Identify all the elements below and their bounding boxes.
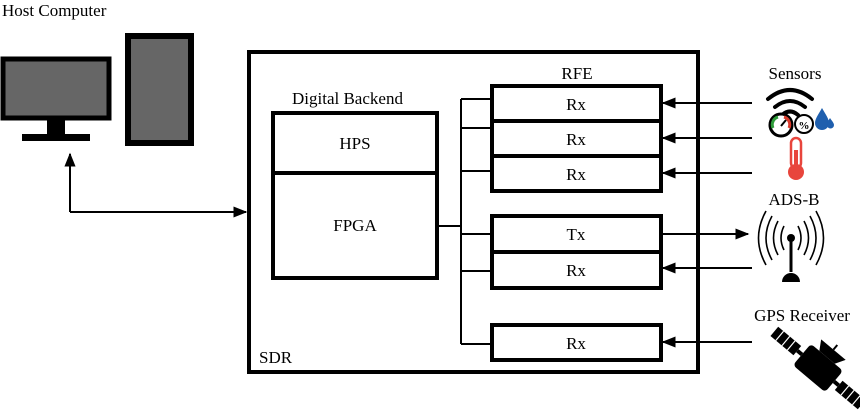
humidity-icon: % (794, 108, 834, 134)
tower-pc-icon (125, 33, 194, 146)
digital-backend-label: Digital Backend (292, 89, 403, 108)
host-computer-label: Host Computer (2, 1, 107, 20)
gauge-icon (768, 112, 794, 138)
sensors-label: Sensors (769, 64, 822, 83)
fpga-label: FPGA (333, 216, 377, 235)
rfe-label: RFE (561, 64, 592, 83)
antenna-icon (757, 210, 825, 282)
host-sdr-link (64, 152, 248, 218)
digital-backend-box (271, 111, 439, 280)
thermometer-icon (788, 136, 804, 180)
tx-channel: Tx (567, 225, 586, 244)
gps-label: GPS Receiver (754, 306, 850, 325)
monitor-icon (0, 56, 112, 141)
rx-channel-4: Rx (566, 261, 586, 280)
sdr-label: SDR (259, 348, 293, 367)
rx-channel-5: Rx (566, 334, 586, 353)
rx-channel-1: Rx (566, 95, 586, 114)
sdr-box (247, 50, 700, 374)
signal-arrows (661, 97, 752, 348)
satellite-icon (770, 326, 860, 410)
wifi-icon (766, 88, 814, 117)
rfe-group-1 (490, 84, 663, 193)
fpga-bus (437, 98, 492, 345)
rfe-group-2 (490, 214, 663, 290)
hps-label: HPS (339, 134, 370, 153)
humidity-symbol: % (799, 120, 810, 132)
rx-channel-2: Rx (566, 130, 586, 149)
rx-channel-3: Rx (566, 165, 586, 184)
adsb-label: ADS-B (768, 190, 819, 209)
rfe-group-3 (490, 323, 663, 362)
